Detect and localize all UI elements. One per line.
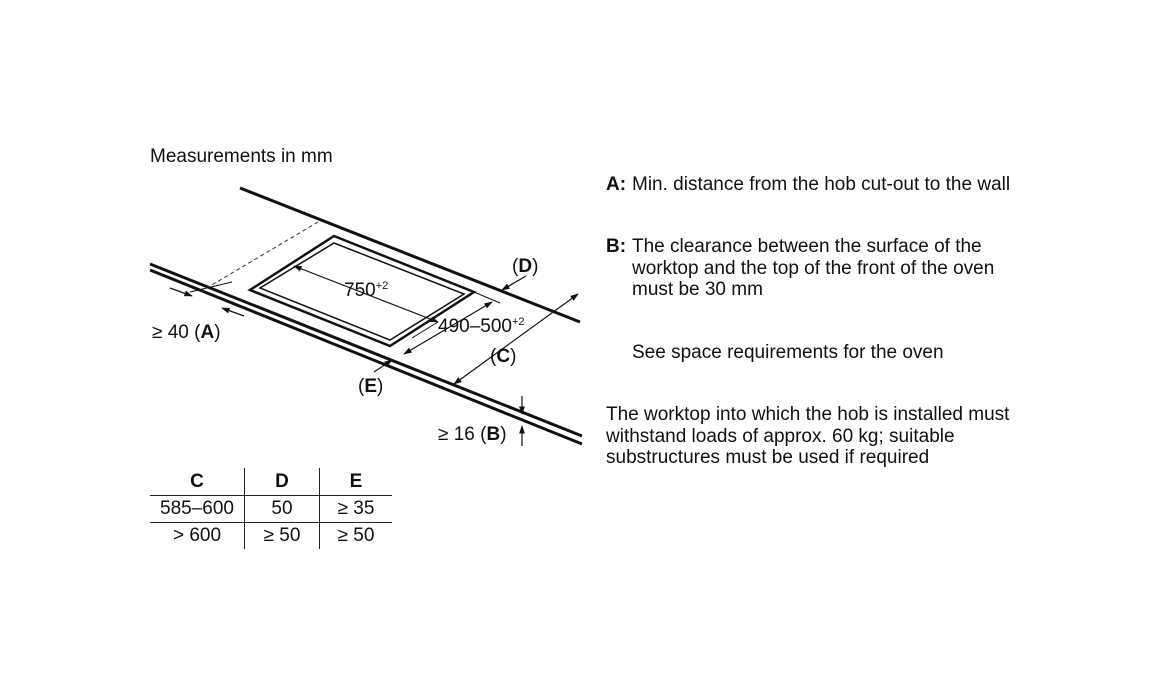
- table-cell: > 600: [150, 522, 245, 549]
- a-dimension-arrow-right: [221, 307, 245, 317]
- c-dimension-line: [453, 293, 579, 385]
- label-width: 750+2: [344, 280, 388, 301]
- label-b: ≥ 16 (B): [438, 424, 507, 445]
- depth-extension-line: [473, 291, 501, 304]
- label-depth: 490–500+2: [438, 316, 525, 337]
- label-e: (E): [358, 376, 383, 397]
- table-cell: 50: [244, 495, 320, 523]
- diagram-caption: Measurements in mm: [150, 146, 333, 167]
- a-dimension-arrow-left: [169, 287, 193, 297]
- e-dimension-arrow: [373, 359, 393, 373]
- worktop-front-edge-bottom: [149, 268, 583, 446]
- note-b-key: B:: [606, 236, 627, 257]
- table-cell: 585–600: [150, 495, 245, 523]
- hidden-edge-dashed: [199, 221, 319, 293]
- table-header-d: D: [244, 468, 320, 496]
- clearance-table: C D E 585–600 50 ≥ 35 > 600 ≥ 50 ≥ 50: [150, 468, 392, 549]
- note-worktop-load-text: The worktop into which the hob is instal…: [606, 404, 1010, 468]
- label-a: ≥ 40 (A): [152, 322, 221, 343]
- table-row: > 600 ≥ 50 ≥ 50: [150, 522, 392, 549]
- note-b: B: The clearance between the surface of …: [606, 236, 1026, 301]
- note-a: A: Min. distance from the hob cut-out to…: [606, 174, 1026, 196]
- table-header-row: C D E: [150, 468, 392, 496]
- table-cell: ≥ 50: [337, 525, 375, 546]
- worktop-back-edge: [239, 186, 581, 324]
- table-row: 585–600 50 ≥ 35: [150, 495, 392, 523]
- table-header-e: E: [349, 470, 363, 492]
- d-dimension-arrow: [501, 275, 527, 291]
- note-a-key: A:: [606, 174, 627, 195]
- label-d: (D): [512, 256, 538, 277]
- table-cell: ≥ 50: [244, 522, 320, 549]
- note-a-text: Min. distance from the hob cut-out to th…: [632, 174, 1011, 195]
- note-b-text: The clearance between the surface of the…: [632, 236, 995, 300]
- worktop-front-edge-top: [149, 262, 583, 438]
- table-cell: ≥ 35: [319, 495, 392, 523]
- label-c: (C): [490, 346, 516, 367]
- note-worktop-load: The worktop into which the hob is instal…: [606, 404, 1026, 469]
- a-extension-line: [189, 281, 233, 293]
- note-oven-space: See space requirements for the oven: [606, 342, 1026, 364]
- note-oven-space-text: See space requirements for the oven: [632, 342, 944, 363]
- table-header-c: C: [150, 468, 245, 496]
